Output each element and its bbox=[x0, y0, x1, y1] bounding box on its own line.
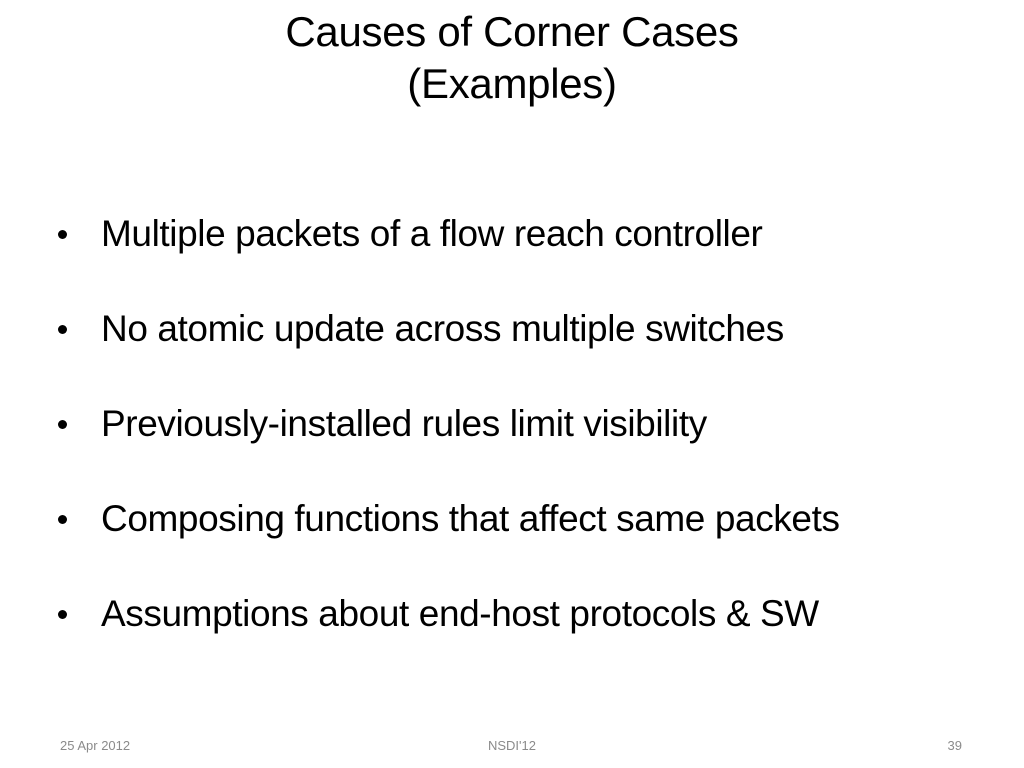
bullet-dot-icon bbox=[58, 325, 67, 334]
bullet-item: Previously-installed rules limit visibil… bbox=[58, 400, 998, 495]
bullet-item: No atomic update across multiple switche… bbox=[58, 305, 998, 400]
bullet-dot-icon bbox=[58, 420, 67, 429]
bullet-dot-icon bbox=[58, 610, 67, 619]
slide-title: Causes of Corner Cases (Examples) bbox=[0, 6, 1024, 110]
bullet-text: Previously-installed rules limit visibil… bbox=[101, 403, 707, 444]
footer-page-number: 39 bbox=[947, 738, 962, 753]
slide-title-line-1: Causes of Corner Cases bbox=[285, 8, 739, 55]
bullet-item: Composing functions that affect same pac… bbox=[58, 495, 998, 590]
footer-conference: NSDI'12 bbox=[487, 738, 536, 753]
slide-title-line-2: (Examples) bbox=[407, 60, 617, 107]
bullet-text: Composing functions that affect same pac… bbox=[101, 498, 840, 539]
bullet-item: Assumptions about end-host protocols & S… bbox=[58, 590, 998, 685]
bullet-text: Multiple packets of a flow reach control… bbox=[101, 213, 763, 254]
bullet-text: No atomic update across multiple switche… bbox=[101, 308, 784, 349]
bullet-list: Multiple packets of a flow reach control… bbox=[58, 210, 998, 685]
bullet-item: Multiple packets of a flow reach control… bbox=[58, 210, 998, 305]
bullet-text: Assumptions about end-host protocols & S… bbox=[101, 593, 819, 634]
footer-date: 25 Apr 2012 bbox=[60, 738, 131, 753]
bullet-dot-icon bbox=[58, 515, 67, 524]
bullet-dot-icon bbox=[58, 230, 67, 239]
